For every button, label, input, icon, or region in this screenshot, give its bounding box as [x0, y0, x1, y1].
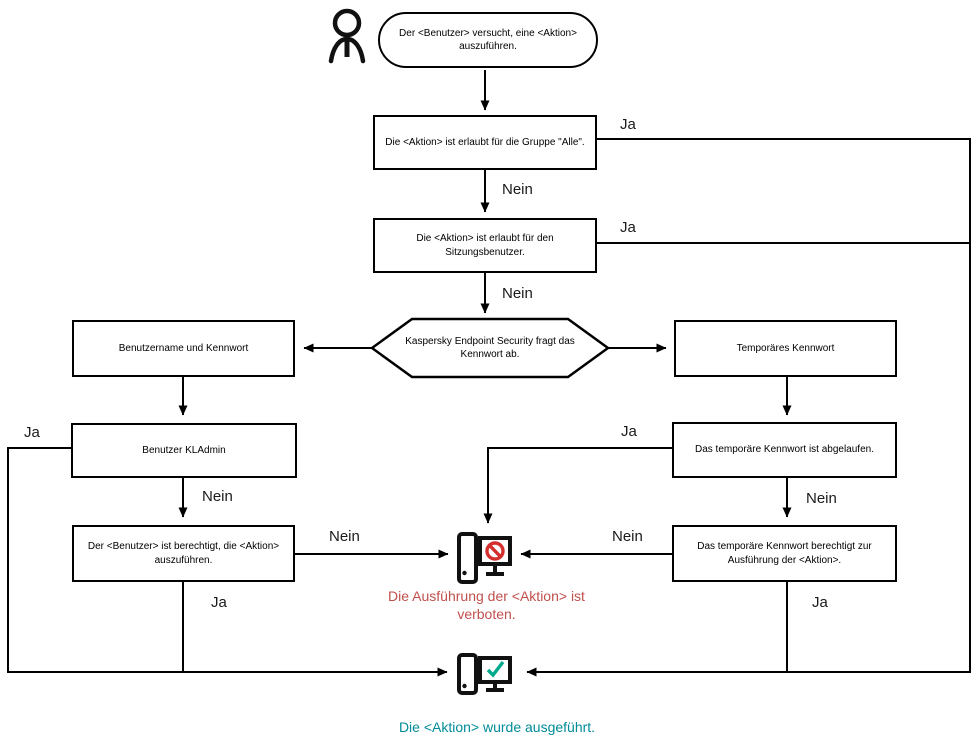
- computer-check-icon: [457, 653, 512, 695]
- computer-blocked-icon: [457, 532, 512, 584]
- node-username-password: Benutzername und Kennwort: [72, 320, 295, 377]
- password-prompt-hexagon: Kaspersky Endpoint Security fragt das Ke…: [405, 335, 575, 361]
- start-terminator: Der <Benutzer> versucht, eine <Aktion> a…: [378, 12, 598, 68]
- node-temp-password-authorizes: Das temporäre Kennwort berechtigt zur Au…: [672, 525, 897, 582]
- edge-label-ja: Ja: [24, 424, 40, 441]
- edge-label-nein: Nein: [806, 490, 837, 507]
- edge-label-ja: Ja: [211, 594, 227, 611]
- user-icon: [328, 8, 366, 64]
- edge-label-nein: Nein: [502, 285, 533, 302]
- edge-label-ja: Ja: [620, 219, 636, 236]
- success-caption: Die <Aktion> wurde ausgeführt.: [398, 719, 596, 735]
- edge-label-ja: Ja: [621, 423, 637, 440]
- node-temporary-password: Temporäres Kennwort: [674, 320, 897, 377]
- edge-label-nein: Nein: [329, 528, 360, 545]
- hexagon-shape: [369, 317, 611, 379]
- node-allowed-group-all: Die <Aktion> ist erlaubt für die Gruppe …: [373, 115, 597, 170]
- edge-label-nein: Nein: [502, 181, 533, 198]
- node-user-authorized: Der <Benutzer> ist berechtigt, die <Akti…: [72, 525, 295, 582]
- edge-label-ja: Ja: [620, 116, 636, 133]
- node-kladmin: Benutzer KLAdmin: [71, 423, 297, 478]
- edge-label-nein: Nein: [612, 528, 643, 545]
- node-temp-password-expired: Das temporäre Kennwort ist abgelaufen.: [672, 422, 897, 478]
- forbidden-caption: Die Ausführung der <Aktion> ist verboten…: [388, 588, 585, 623]
- node-allowed-session-user: Die <Aktion> ist erlaubt für den Sitzung…: [373, 218, 597, 273]
- edge-label-nein: Nein: [202, 488, 233, 505]
- edge-label-ja: Ja: [812, 594, 828, 611]
